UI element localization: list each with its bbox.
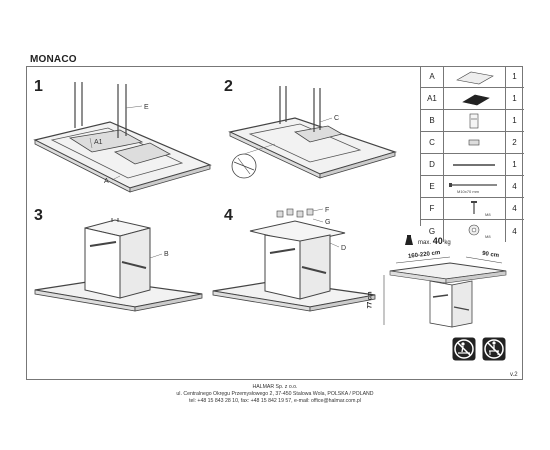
bolt-part-icon: M10x70 mm [443,176,506,197]
parts-row: A1 1 [421,88,524,110]
step-1-illustration: E A1 A [33,82,212,193]
step-4-illustration: F G D [212,207,376,312]
step-1-label-a: A [104,178,109,185]
max-load-unit: kg [444,240,451,246]
part-qty: 4 [512,226,517,236]
part-letter: G [421,220,444,242]
part-letter: A1 [421,88,444,109]
document-title: MONACO [30,54,77,65]
parts-row: B 1 [421,110,524,132]
part-qty: 1 [512,72,517,81]
part-qty: 4 [512,182,517,191]
step-2-label-c: C [334,115,339,122]
screw-size-note: M8 [485,212,491,217]
part-letter: C [421,132,444,153]
step-4-label-g: G [325,219,330,226]
max-load-prefix: max. [418,240,432,246]
max-load-value: 40 [432,236,443,246]
washer-size-note: M8 [485,234,491,239]
no-sitting-on-table-icon [482,337,506,361]
part-qty: 2 [512,138,517,147]
step-4-label-d: D [341,245,346,252]
parts-row: F M8 4 [421,198,524,220]
version-label: v.2 [510,372,518,378]
footer-address: ul. Centralnego Okręgu Przemysłowego 2, … [176,391,374,397]
step-3-number: 3 [34,207,43,224]
step-2-number: 2 [224,78,233,95]
part-qty: 1 [512,116,517,125]
extension-leaf-part-icon [443,88,506,109]
table-dimension-drawing [383,256,507,328]
part-letter: B [421,110,444,131]
parts-row: C 2 [421,132,524,154]
part-letter: E [421,176,444,197]
bolt-size-note: M10x70 mm [457,189,480,194]
footer-contact: tel: +48 15 843 28 10, fax: +48 15 842 1… [189,398,361,404]
base-column-part-icon [443,110,506,131]
no-standing-on-table-icon [452,337,476,361]
step-1-label-a1: A1 [94,139,103,146]
tabletop-part-icon [443,66,506,87]
footer-company: HALMAR Sp. z o.o. [252,384,298,390]
part-qty: 1 [512,160,517,169]
max-load: max. 40 kg [418,236,451,246]
step-4-number: 4 [224,207,233,224]
parts-table: A 1 A1 1 B 1 C 2 D 1 E M10x [420,66,524,242]
rail-part-icon [443,154,506,175]
step-3-illustration: B [34,218,203,312]
height-dimension: 77 cm [367,291,374,309]
part-letter: F [421,198,444,219]
part-qty: 1 [512,94,517,103]
parts-row: E M10x70 mm 4 [421,176,524,198]
step-1-number: 1 [34,78,43,95]
step-2-illustration: C [228,86,397,179]
weight-icon [405,235,413,245]
instruction-frame [26,66,523,380]
part-letter: A [421,66,444,87]
step-4-label-f: F [325,207,329,214]
parts-row: A 1 [421,66,524,88]
screw-part-icon: M8 [443,198,506,219]
part-letter: D [421,154,444,175]
step-1-label-e: E [144,104,149,111]
parts-row: G M8 4 [421,220,524,242]
washer-part-icon: M8 [443,220,506,242]
part-qty: 4 [512,204,517,213]
step-3-label-b: B [164,251,169,258]
bracket-part-icon [443,132,506,153]
parts-row: D 1 [421,154,524,176]
